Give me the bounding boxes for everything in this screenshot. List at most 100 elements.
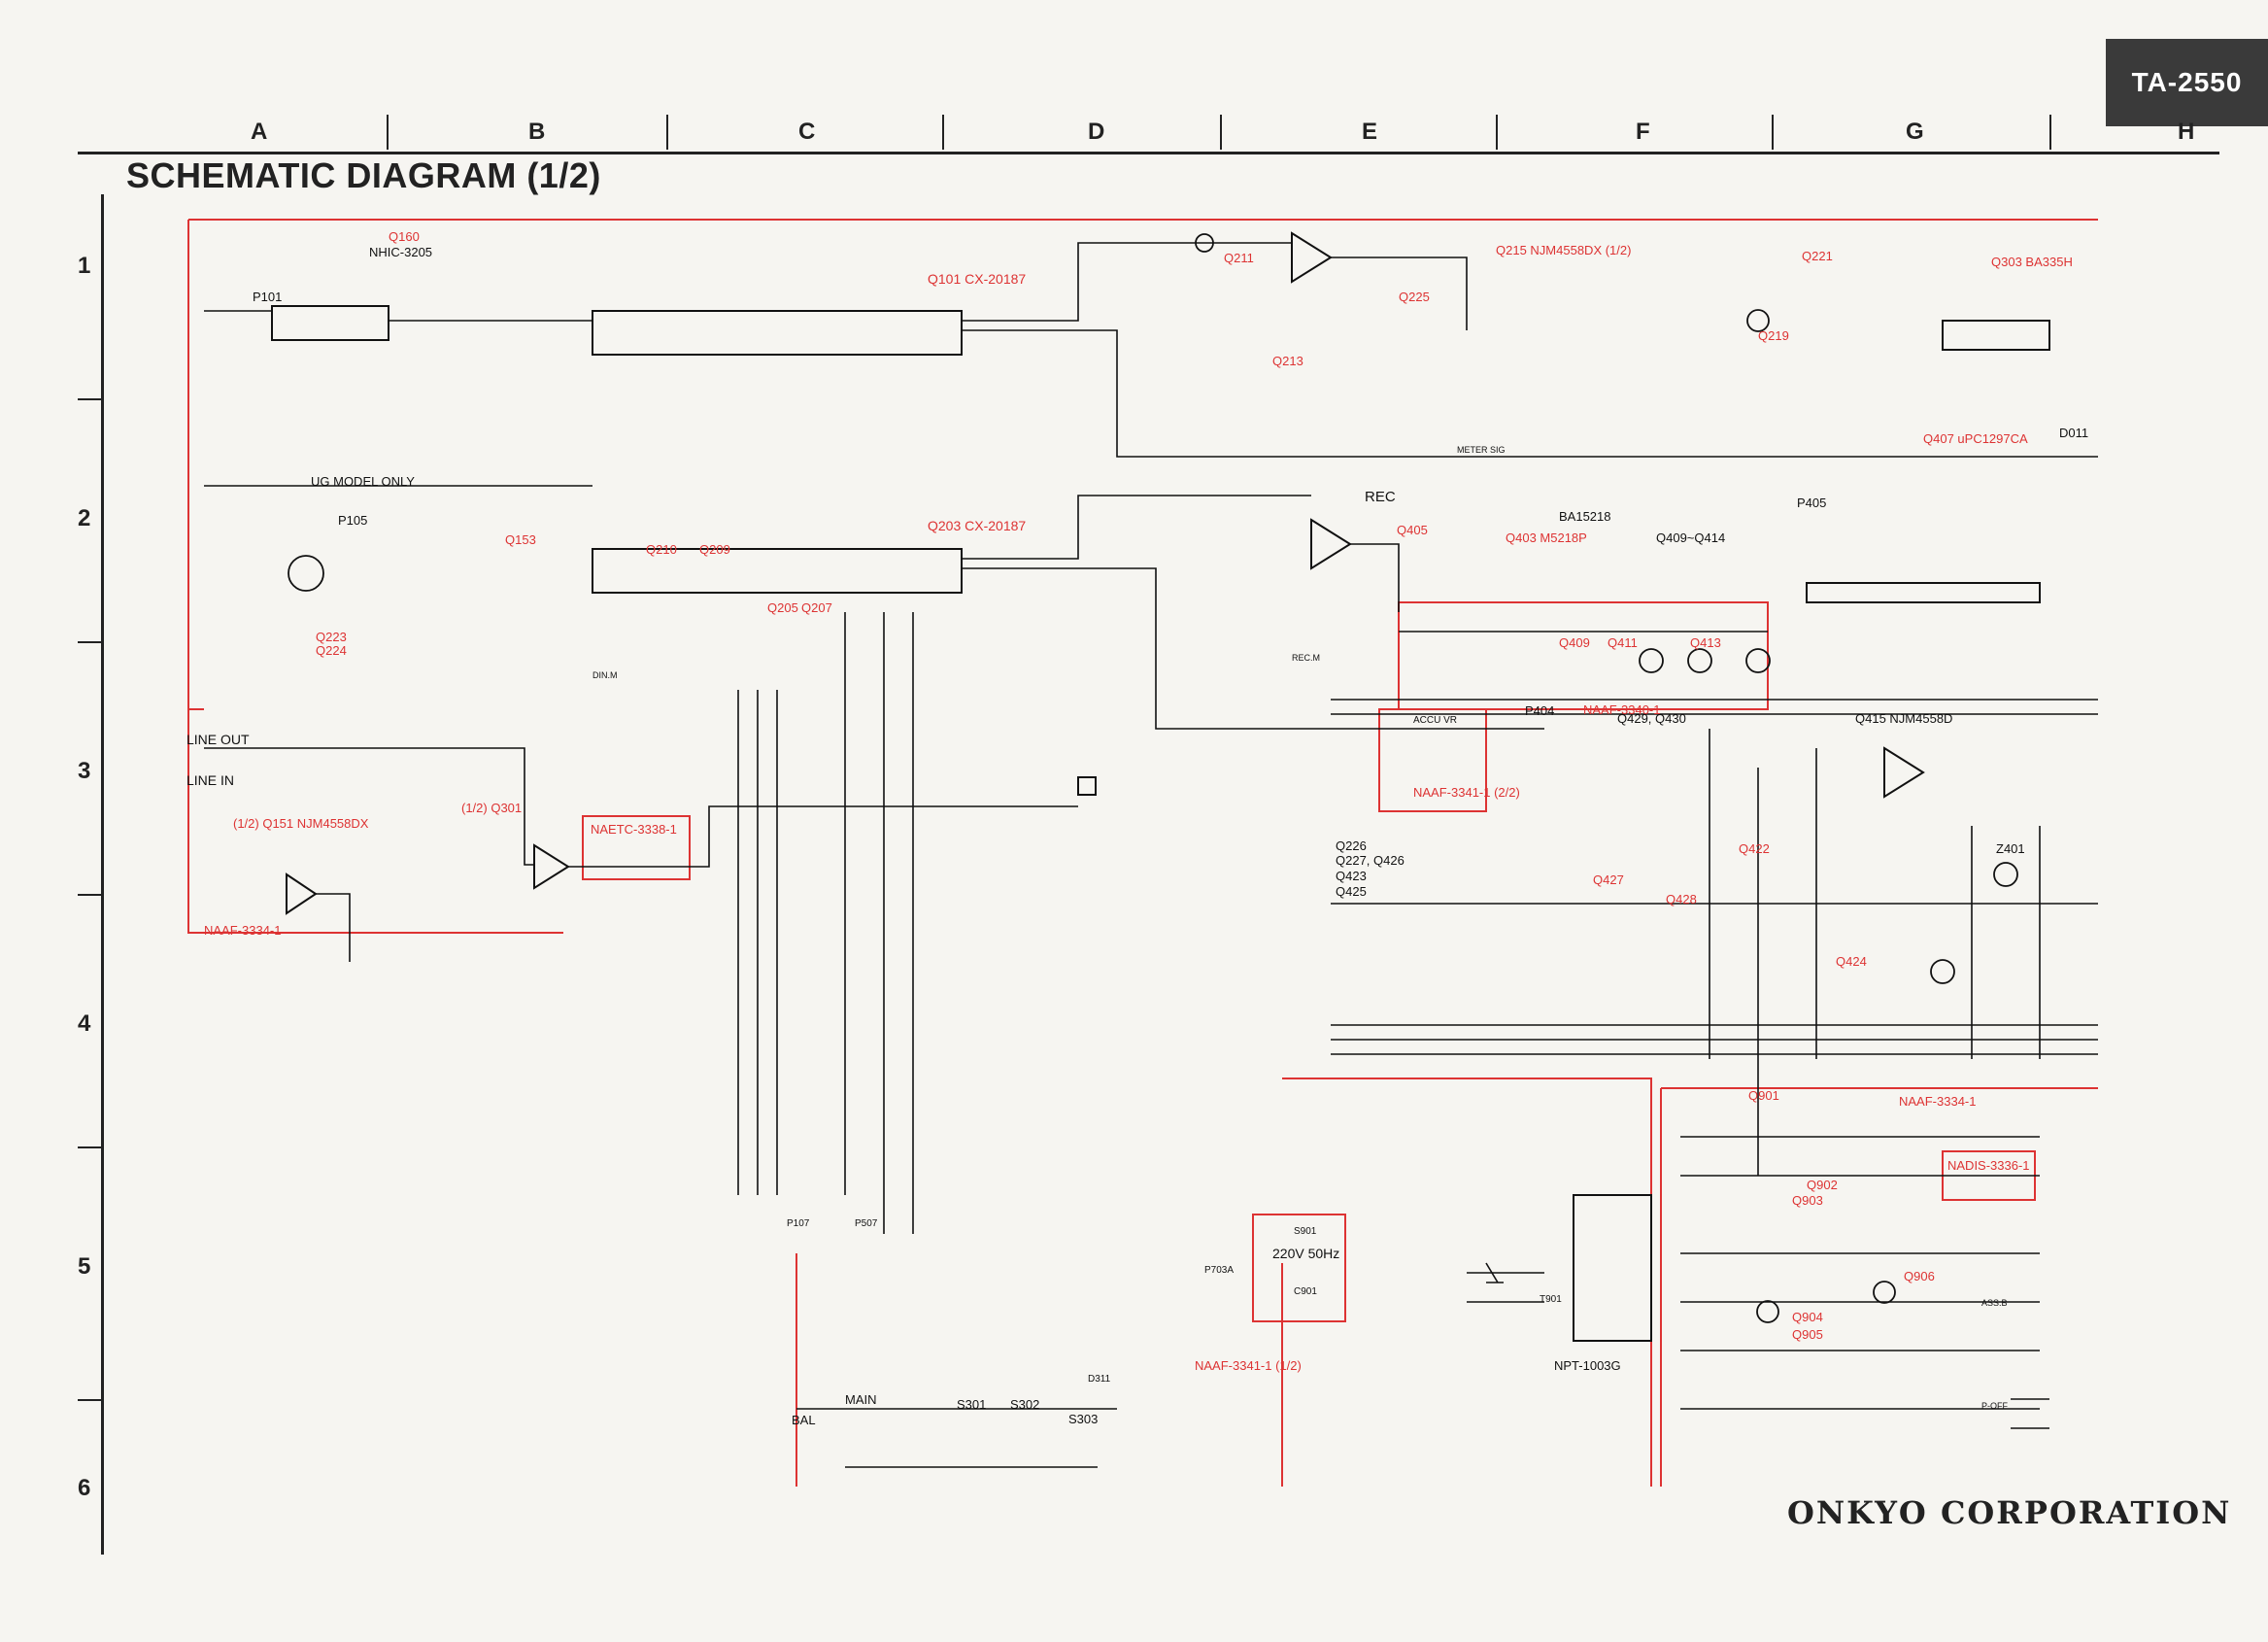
label-ass-b: ASS.B — [1981, 1298, 2008, 1308]
label-q207: Q207 — [801, 600, 832, 615]
label-q422: Q422 — [1739, 841, 1770, 856]
label-q905: Q905 — [1792, 1327, 1823, 1342]
power-switch-box — [1252, 1214, 1346, 1322]
transistor-q905 — [1756, 1300, 1779, 1323]
board-outline-bottom — [795, 1253, 1283, 1487]
row-divider — [78, 1146, 101, 1148]
label-naaf-3341-a: NAAF-3341-1 (2/2) — [1413, 785, 1520, 800]
row-divider — [78, 398, 101, 400]
transistor-q425 — [1993, 862, 2018, 887]
wire-vertical-bus — [737, 612, 914, 1234]
ic-q303 — [1942, 320, 2050, 351]
op-amps — [286, 231, 1925, 915]
label-q904: Q904 — [1792, 1310, 1823, 1324]
transistor-q424 — [1930, 959, 1955, 984]
board-outline-top — [187, 219, 2098, 710]
column-label-f: F — [1636, 119, 1650, 145]
column-label-a: A — [251, 119, 268, 145]
row-ruler: 1 2 3 4 5 6 — [0, 194, 104, 1555]
label-s301: S301 — [957, 1397, 986, 1412]
label-p101: P101 — [253, 290, 282, 304]
transistor-q211 — [1195, 233, 1214, 253]
label-d311: D311 — [1088, 1374, 1111, 1385]
column-label-e: E — [1362, 119, 1378, 145]
label-q403: Q403 M5218P — [1506, 530, 1587, 545]
label-naetc-3338: NAETC-3338-1 — [591, 822, 677, 837]
opamp-q301 — [533, 843, 570, 890]
transformer-core — [1573, 1194, 1652, 1342]
label-q409-414: Q409~Q414 — [1656, 530, 1725, 545]
column-divider — [2049, 115, 2051, 150]
label-main: MAIN — [845, 1392, 877, 1407]
label-q407: Q407 uPC1297CA — [1923, 431, 2028, 446]
wiring — [204, 242, 2098, 1468]
column-divider — [942, 115, 944, 150]
wire-line-io — [204, 747, 1078, 962]
label-q153: Q153 — [505, 532, 536, 547]
row-label-5: 5 — [78, 1253, 91, 1280]
label-naaf-3340: NAAF-3340-1 — [1583, 702, 1660, 717]
label-accu-vr: ACCU VR — [1413, 715, 1457, 726]
wire-power-supply — [1680, 1136, 2049, 1429]
label-q425: Q425 — [1336, 884, 1367, 899]
transistor-q221 — [1746, 309, 1770, 332]
opamp-q215 — [1291, 231, 1333, 284]
label-line-out: LINE OUT — [186, 732, 250, 747]
wire-switch-contacts — [1485, 1262, 1504, 1283]
label-q409: Q409 — [1559, 635, 1590, 650]
label-q415: Q415 NJM4558D — [1855, 711, 1952, 726]
label-q427: Q427 — [1593, 872, 1624, 887]
label-q428: Q428 — [1666, 892, 1697, 907]
board-outline-right — [1660, 1087, 2098, 1487]
transistor-q413 — [1745, 648, 1771, 673]
column-divider — [1496, 115, 1498, 150]
label-q411: Q411 — [1608, 635, 1638, 650]
column-label-g: G — [1906, 119, 1924, 145]
wire-bottom — [796, 1272, 1544, 1468]
wire-signal-top — [204, 242, 2098, 458]
label-naaf-3341-b: NAAF-3341-1 (1/2) — [1195, 1358, 1302, 1373]
label-p405: P405 — [1797, 496, 1826, 510]
wire-right-section — [1709, 729, 2041, 1176]
label-q160: Q160 — [389, 229, 420, 244]
label-nadis-3336: NADIS-3336-1 — [1947, 1158, 2030, 1173]
wire-horizontal-bus — [1331, 699, 2098, 1055]
label-q303: Q303 BA335H — [1991, 255, 2073, 269]
label-q224: Q224 — [316, 643, 347, 658]
board-outline-power — [1282, 1078, 1652, 1487]
label-s303: S303 — [1068, 1412, 1098, 1426]
model-number: TA-2550 — [2131, 67, 2243, 97]
transistor-q411 — [1687, 648, 1712, 673]
row-divider — [78, 894, 101, 896]
jack-p301 — [1077, 776, 1097, 796]
label-q405: Q405 — [1397, 523, 1428, 537]
row-label-1: 1 — [78, 253, 91, 279]
naaf-3340-box — [1398, 601, 1769, 710]
footer-company: ONKYO CORPORATION — [1787, 1494, 2231, 1531]
ic-q203 — [592, 548, 963, 594]
label-q101: Q101 CX-20187 — [928, 271, 1026, 287]
column-divider — [666, 115, 668, 150]
naetc-box — [582, 815, 691, 880]
label-bal: BAL — [792, 1413, 816, 1427]
label-q223: Q223 — [316, 630, 347, 644]
label-rec-m: REC.M — [1292, 653, 1320, 663]
footer-company-name: CORPORATION — [1940, 1494, 2232, 1531]
label-q226: Q226 — [1336, 838, 1367, 853]
label-z401: Z401 — [1996, 841, 2025, 856]
label-transformer: NPT-1003G — [1554, 1358, 1621, 1373]
label-c901: C901 — [1294, 1286, 1317, 1297]
label-q213: Q213 — [1272, 354, 1303, 368]
transistors — [288, 233, 2018, 1323]
label-q429-430: Q429, Q430 — [1617, 711, 1686, 726]
label-q413: Q413 — [1690, 635, 1721, 650]
label-power-voltage: 220V 50Hz — [1272, 1246, 1339, 1261]
label-q225: Q225 — [1399, 290, 1430, 304]
label-t901: T901 — [1540, 1294, 1562, 1305]
footer-brand: ONKYO — [1787, 1494, 1928, 1531]
din-connector-circle — [288, 555, 324, 592]
label-naaf-3334-a: NAAF-3334-1 — [204, 923, 281, 938]
column-ruler: A B C D E F G H — [78, 115, 2219, 154]
opamp-q403 — [1310, 518, 1352, 570]
label-q901: Q901 — [1748, 1088, 1779, 1103]
